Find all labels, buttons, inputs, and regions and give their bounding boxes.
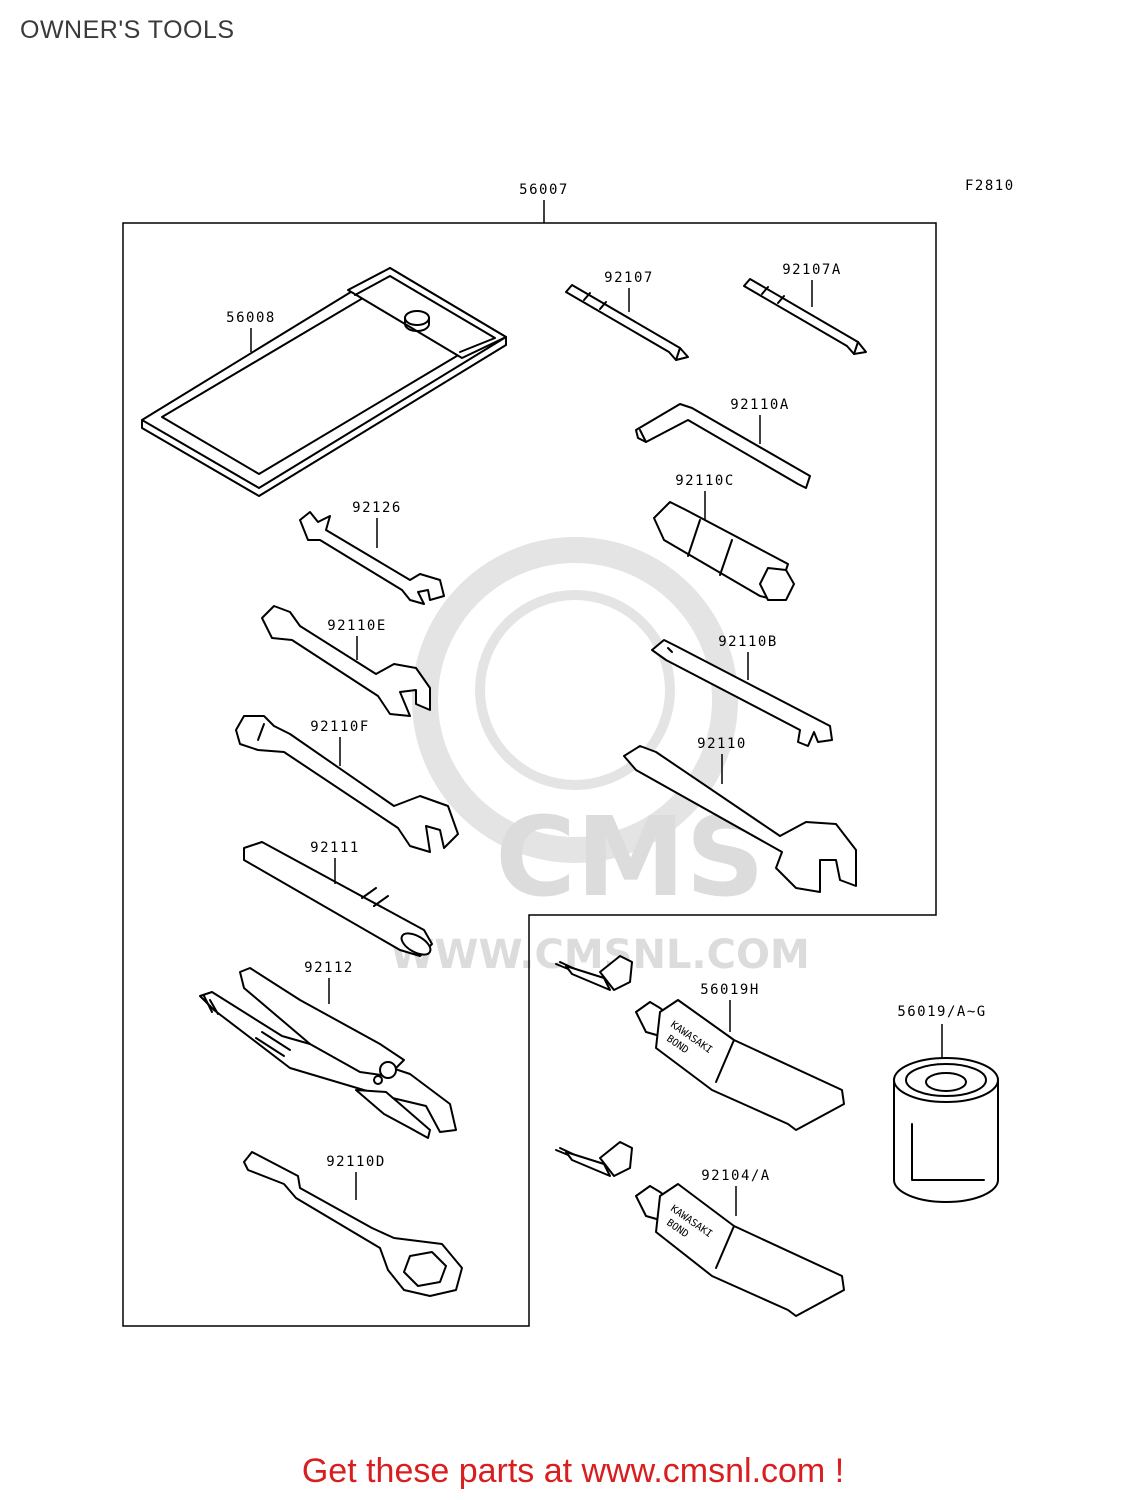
label-92110B: 92110B	[718, 634, 778, 650]
label-92110E: 92110E	[327, 618, 387, 634]
label-92111: 92111	[310, 840, 360, 856]
figure-code: F2810	[965, 178, 1015, 194]
label-56019-A-G: 56019/A~G	[897, 1004, 986, 1020]
handle-92111: 92111	[243, 840, 433, 957]
bond-can-56019: 56019/A~G	[893, 1004, 999, 1203]
cta-link[interactable]: Get these parts at www.cmsnl.com !	[301, 1452, 845, 1490]
parts-diagram: CMS WWW.CMSNL.COM F2810 56007 56008 9210…	[122, 178, 1015, 1327]
tool-bag-56008: 56008	[141, 267, 507, 497]
page-title: OWNER'S TOOLS	[20, 16, 235, 44]
wrench-92110B: 92110B	[651, 634, 833, 747]
label-92107: 92107	[604, 270, 654, 286]
watermark-url: WWW.CMSNL.COM	[390, 932, 810, 978]
wrench-92110: 92110	[623, 736, 857, 893]
bit-92107: 92107	[565, 270, 689, 361]
cms-watermark: CMS WWW.CMSNL.COM	[390, 537, 810, 978]
bond-tube-56019H: KAWASAKI BOND 56019H	[555, 955, 845, 1131]
label-56008: 56008	[226, 310, 276, 326]
label-92110D: 92110D	[326, 1154, 386, 1170]
label-92110A: 92110A	[730, 397, 790, 413]
ring-wrench-92110D: 92110D	[243, 1151, 463, 1297]
label-56019H: 56019H	[700, 982, 760, 998]
label-92110C: 92110C	[675, 473, 735, 489]
wrench-92110E: 92110E	[261, 605, 431, 717]
label-92107A: 92107A	[782, 262, 842, 278]
bond-tube-92104A: KAWASAKI BOND 92104/A	[555, 1141, 845, 1317]
label-92110: 92110	[697, 736, 747, 752]
wrench-92110F: 92110F	[235, 715, 459, 853]
kit-label: 56007	[519, 182, 569, 198]
label-92126: 92126	[352, 500, 402, 516]
bit-92107A: 92107A	[743, 262, 867, 355]
plug-wrench-92110C: 92110C	[653, 473, 795, 601]
label-92104-A: 92104/A	[701, 1168, 771, 1184]
wrench-92126: 92126	[299, 500, 445, 605]
hex-key-92110A: 92110A	[635, 397, 811, 489]
pliers-92112: 92112	[199, 960, 457, 1139]
label-92112: 92112	[304, 960, 354, 976]
label-92110F: 92110F	[310, 719, 370, 735]
kit-frame	[122, 222, 937, 1327]
